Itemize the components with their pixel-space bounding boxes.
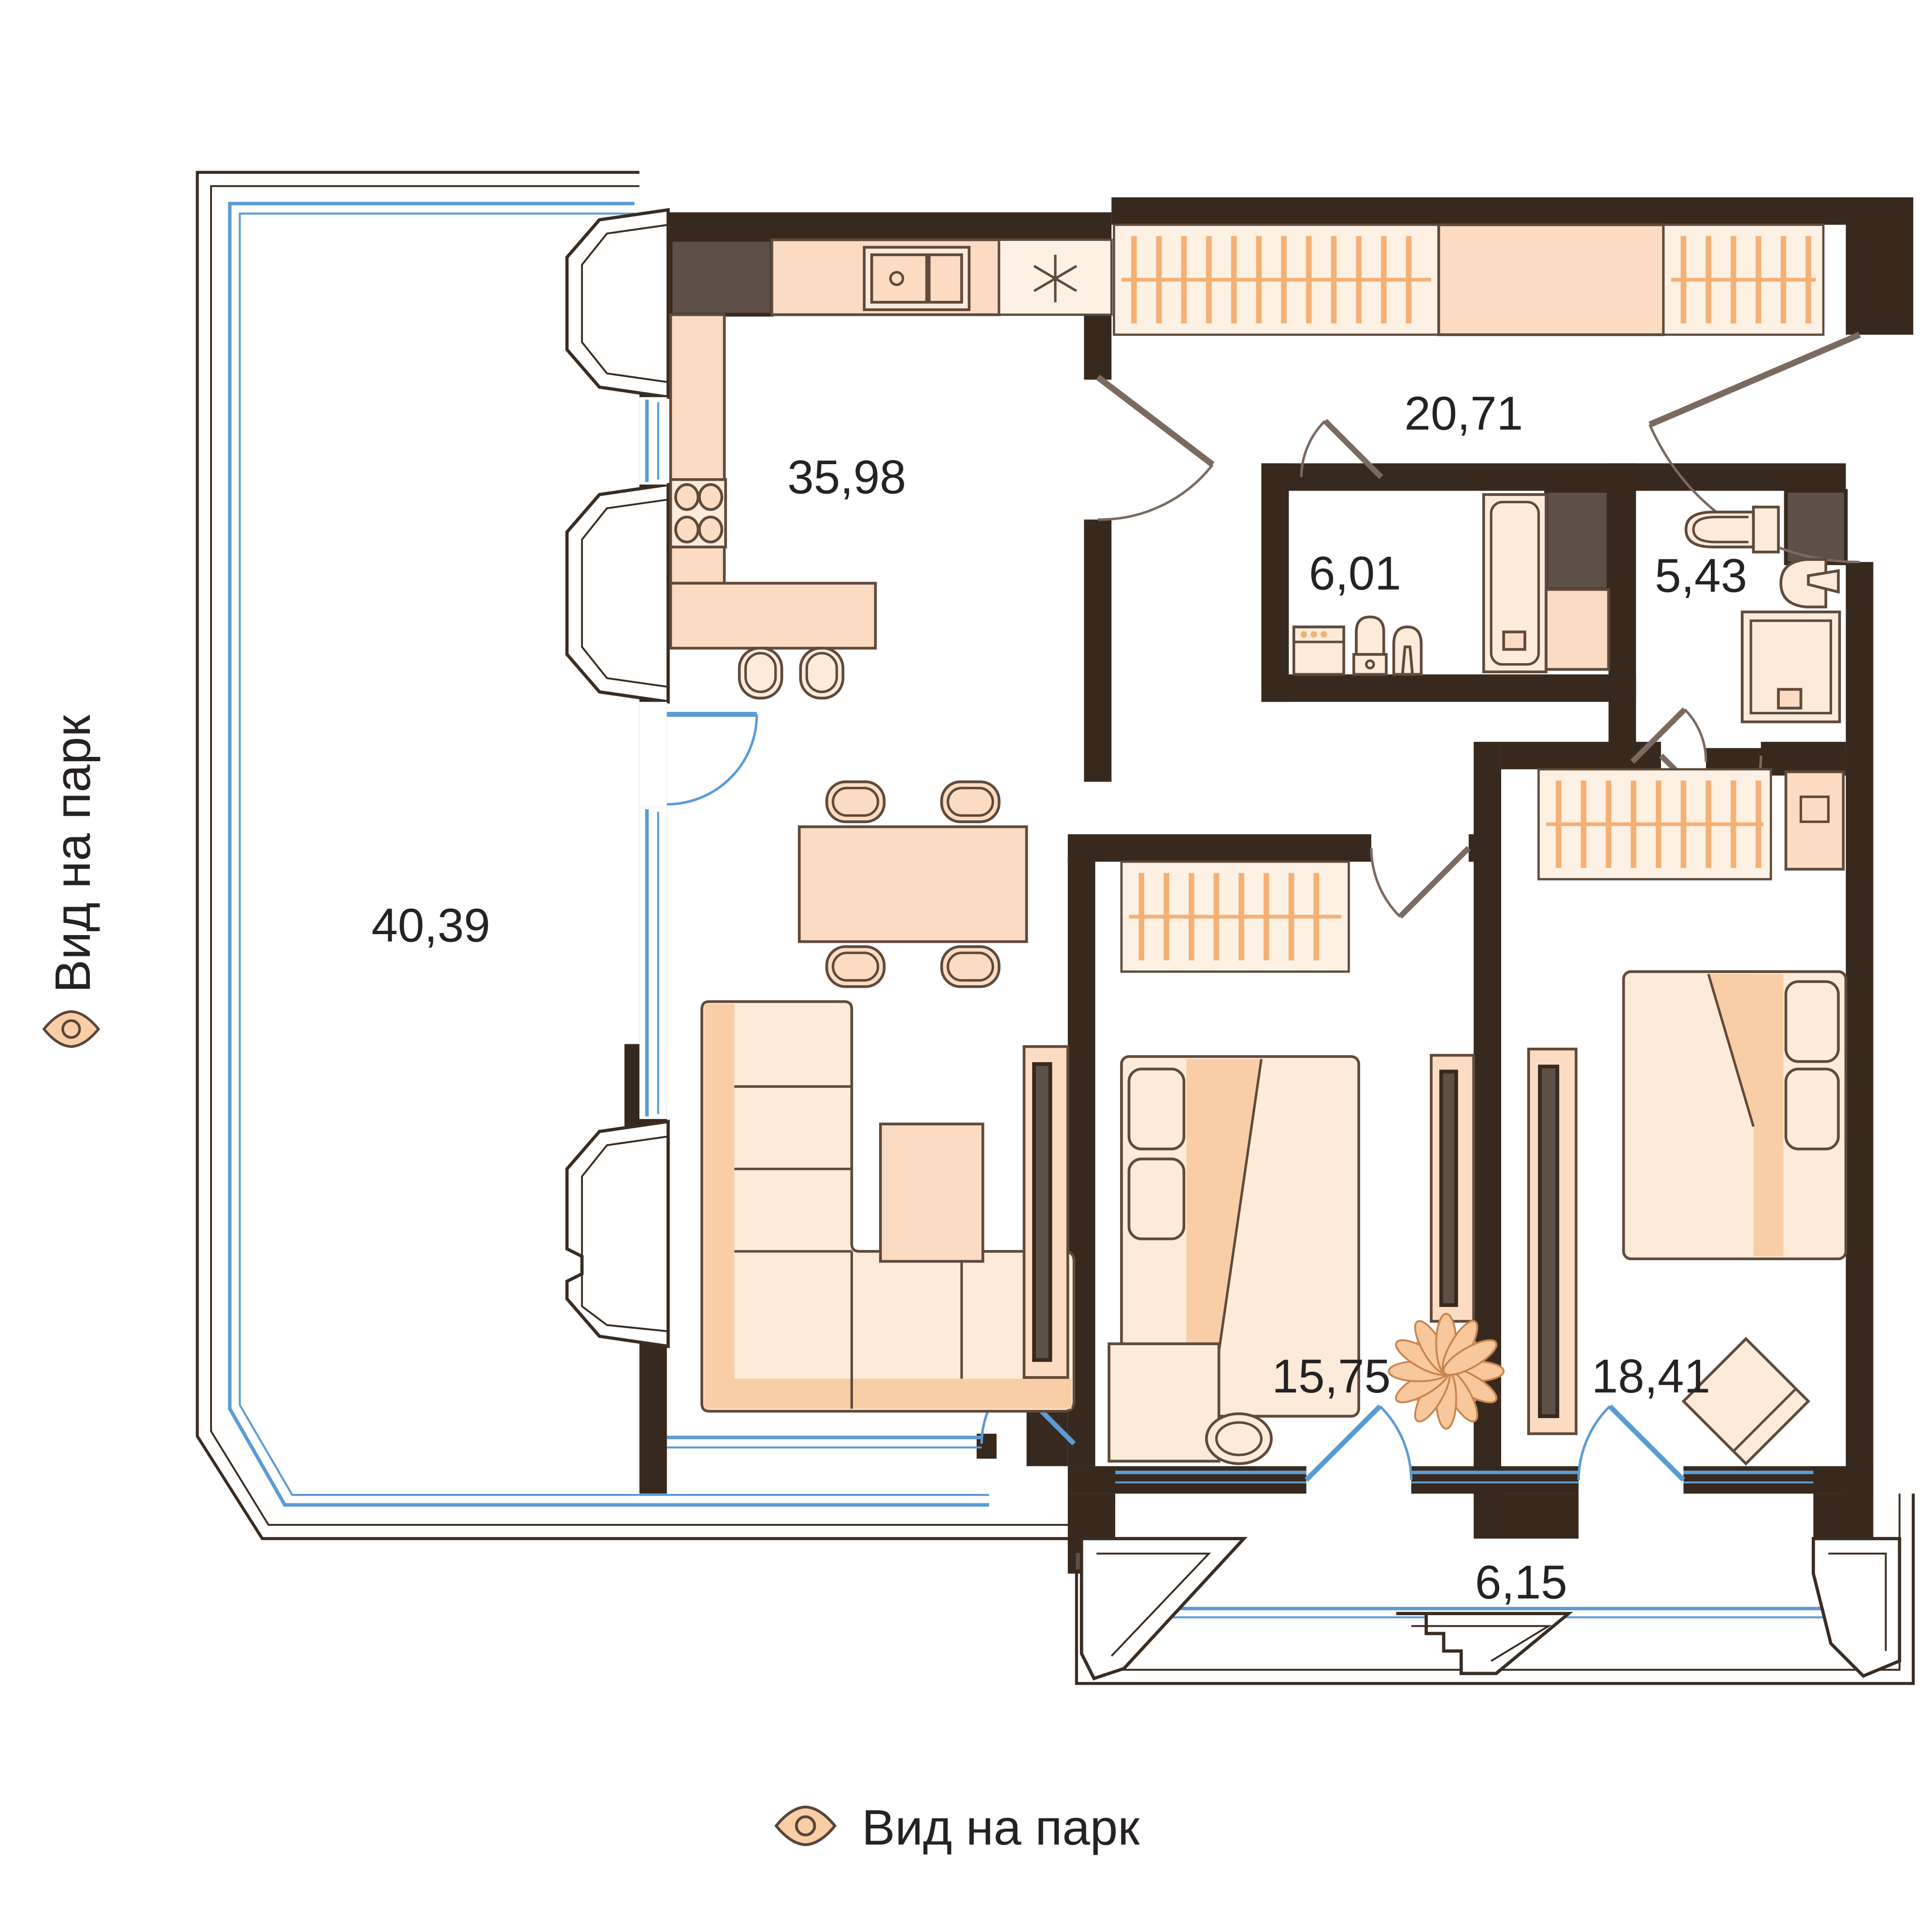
bedroom-glazing (1115, 1470, 1814, 1484)
bath-cabinet (1545, 588, 1610, 671)
plant (1388, 1313, 1505, 1430)
stove (669, 478, 727, 549)
duct-shaft (1784, 489, 1848, 566)
terrace-glazing (228, 201, 989, 1507)
windows (639, 397, 1900, 1619)
kitchen-hall-door (1095, 374, 1215, 521)
terrace-door (667, 711, 758, 806)
room-label-shower-room: 5,43 (1655, 549, 1747, 602)
eye-icon (44, 1011, 99, 1047)
kitchen (669, 238, 1113, 700)
hall-cabinet (1437, 223, 1665, 336)
bar-stool (738, 647, 783, 700)
room-label-hallway: 20,71 (1404, 386, 1523, 440)
washbasin (1779, 558, 1840, 609)
shower-room-door (1630, 707, 1707, 764)
bathroom-1-door (1300, 419, 1383, 479)
view-annotations: Вид на парк Вид на парк (44, 714, 1140, 1855)
kitchen-sink (863, 246, 971, 312)
bedroom-2-balcony-door (1577, 1404, 1686, 1482)
room-label-terrace: 40,39 (371, 899, 490, 952)
nightstand (1784, 770, 1845, 871)
bedroom-1-door (1370, 846, 1471, 919)
dining-chair (825, 780, 886, 824)
armchair (1681, 1336, 1811, 1466)
coffee-table (879, 1122, 984, 1263)
room-label-kitchen-living: 35,98 (787, 450, 906, 503)
washing-machine (1292, 625, 1346, 676)
living-south-glazing (667, 1435, 982, 1449)
exterior-outline (196, 170, 1915, 1685)
facade-piers (565, 208, 670, 1349)
room-label-bedroom-1: 15,75 (1272, 1350, 1391, 1403)
bedroom-1 (1023, 860, 1505, 1465)
shower-cabin (1741, 611, 1841, 724)
dining-chair (940, 780, 1001, 824)
duct-shaft (1544, 489, 1611, 592)
bathroom-2-fixtures (1684, 505, 1841, 724)
bedroom-2 (1527, 768, 1847, 1466)
bathroom-1-fixtures (1292, 493, 1610, 676)
wardrobe-hatch-pattern (1671, 236, 1816, 324)
bidet (1392, 625, 1423, 676)
dining-chair (940, 945, 1001, 988)
room-label-bathroom: 6,01 (1309, 546, 1401, 599)
room-label-bedroom-2: 18,41 (1591, 1350, 1710, 1403)
park-view-label-bottom: Вид на парк (862, 1799, 1140, 1855)
balcony-piers (1080, 1537, 1902, 1681)
kitchen-island (669, 582, 877, 650)
toilet (1352, 615, 1388, 676)
room-label-balcony: 6,15 (1475, 1556, 1567, 1609)
dining-table (797, 825, 1028, 943)
kitchen-tall-unit (668, 238, 774, 317)
wardrobe-hatch-pattern (1129, 873, 1341, 961)
bedroom-1-balcony-door (1304, 1404, 1413, 1482)
desk-chair (1205, 1412, 1273, 1465)
cooktop-symbol-icon (1033, 255, 1078, 302)
dining-set (797, 780, 1028, 988)
desk (1108, 1342, 1221, 1463)
wardrobe-hatch-pattern (1546, 781, 1763, 868)
bar-stool (799, 647, 845, 700)
wardrobe-hatch-pattern (1121, 236, 1432, 324)
park-view-label-left: Вид на парк (44, 714, 100, 993)
sofa (700, 1000, 1076, 1413)
eye-icon (776, 1807, 835, 1845)
room-labels: 35,98 20,71 6,01 5,43 40,39 15,75 18,41 … (371, 386, 1747, 1608)
bathtub (1482, 493, 1548, 673)
double-bed (1622, 970, 1847, 1261)
dining-chair (825, 945, 886, 988)
hallway-wardrobes (1113, 223, 1825, 336)
toilet (1684, 505, 1780, 554)
